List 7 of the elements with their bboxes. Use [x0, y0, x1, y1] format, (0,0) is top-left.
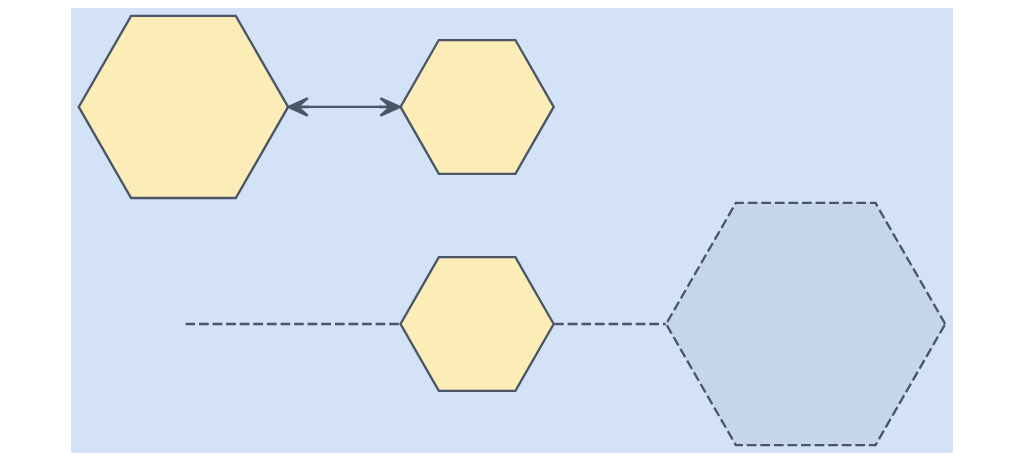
connector [554, 322, 666, 326]
node-picture [664, 201, 947, 447]
arrow [287, 97, 401, 117]
node-picture [77, 14, 290, 200]
connector [185, 322, 401, 326]
node-picture [399, 38, 556, 175]
node-picture [399, 256, 556, 393]
